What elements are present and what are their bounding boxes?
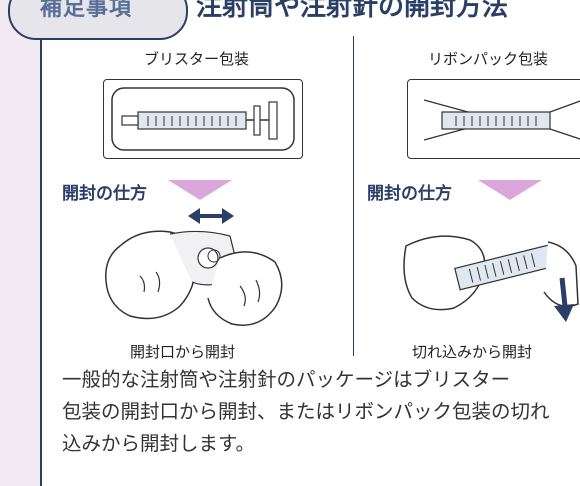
syringe-icon — [111, 87, 295, 151]
hands-illustration — [105, 208, 283, 326]
hands-illustration — [403, 235, 579, 322]
opening-method-label-right: 開封の仕方 — [367, 184, 452, 204]
pink-arrow-left — [168, 180, 232, 200]
supplement-tag-label: 補足事項 — [40, 0, 133, 21]
section-heading: 補足事項 注射筒や注射針の開封方法 — [0, 0, 580, 40]
blister-package-illustration — [103, 79, 303, 159]
ribbon-package-label: リボンパック包装 — [428, 50, 549, 68]
opening-method-label-left: 開封の仕方 — [62, 184, 147, 204]
left-margin-band — [0, 0, 40, 486]
body-line-2: 包装の開封口から開封、またはリボンパック包装の切れ — [62, 400, 550, 423]
ribbon-package-illustration — [407, 79, 580, 159]
syringe-icon — [423, 99, 580, 141]
double-arrow-icon — [188, 208, 234, 224]
opening-caption-right: 切れ込みから開封 — [412, 343, 533, 361]
body-line-1: 一般的な注射筒や注射針のパッケージはブリスター — [62, 368, 511, 391]
down-arrow-icon — [554, 277, 574, 322]
blister-package-label: ブリスター包装 — [144, 50, 250, 68]
panel-left-border — [40, 0, 42, 486]
body-paragraph: 一般的な注射筒や注射針のパッケージはブリスター 包装の開封口から開封、またはリボ… — [62, 364, 580, 460]
opening-caption-left: 開封口から開封 — [130, 343, 236, 361]
column-divider — [353, 36, 354, 356]
supplement-badge — [8, 0, 188, 40]
section-title: 注射筒や注射針の開封方法 — [196, 0, 509, 22]
body-line-3: 込みから開封します。 — [62, 432, 256, 455]
pink-arrow-right — [478, 180, 542, 200]
